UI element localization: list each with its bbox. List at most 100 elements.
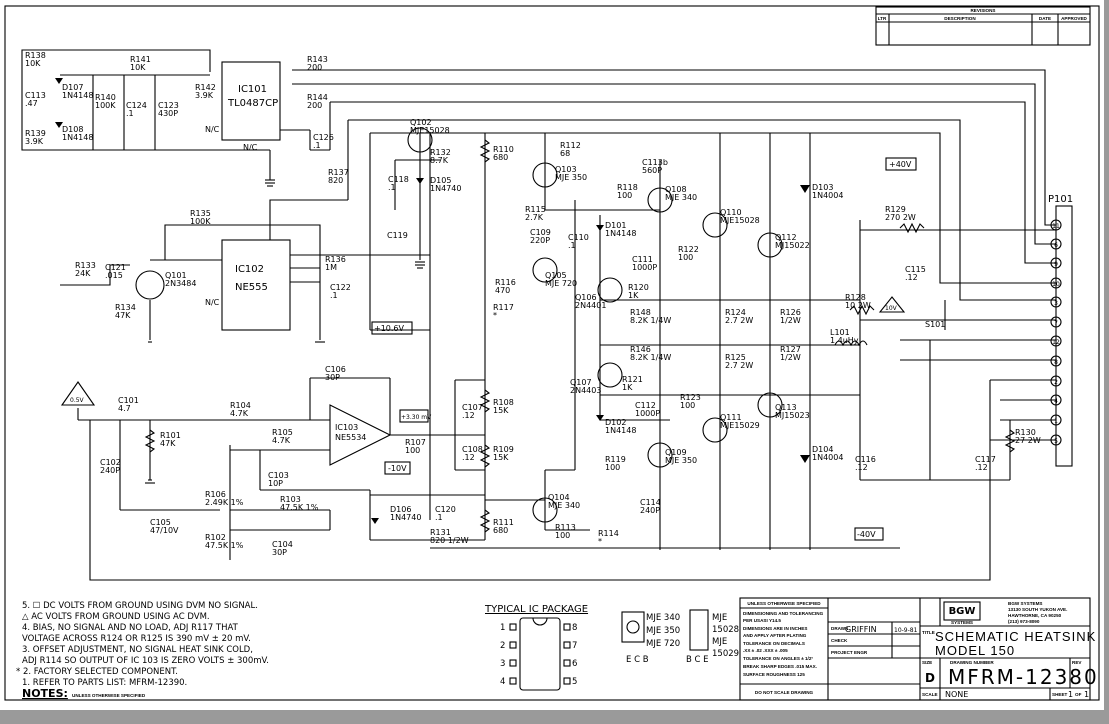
tb-company-logo: BGW [949, 606, 976, 617]
component-ref: C113b [642, 158, 668, 167]
component-value: 1.4uHy [830, 336, 859, 345]
component-value: 100 [555, 531, 570, 540]
to92-name-1: MJE 340 [646, 613, 680, 623]
component-value: 200 [307, 63, 322, 72]
component-ref: Q103 [555, 165, 577, 174]
p101-pin-f: 7 [1054, 320, 1058, 327]
note-line-6: ADJ R114 SO OUTPUT OF IC 103 IS ZERO VOL… [22, 656, 269, 666]
ic-pin-6: 6 [572, 659, 577, 669]
component-value: 240P [640, 506, 660, 515]
component-value: 2.7 2W [725, 361, 753, 370]
component-ref: C101 [118, 396, 139, 405]
component-value: 47.5K 1% [205, 541, 244, 550]
component-ref: C117 [975, 455, 996, 464]
component-ref: D104 [812, 445, 833, 454]
component-value: 47.5K 1% [280, 503, 319, 512]
tag-10v: 10V [885, 305, 898, 312]
tb-tol-3: DIMENSIONS ARE IN INCHES [743, 626, 807, 631]
component-value: MJE15028 [720, 216, 760, 225]
component-ref: C102 [100, 458, 121, 467]
component-value: 2.7 2W [725, 316, 753, 325]
component-c120-label: C120.1 [435, 505, 456, 522]
schematic-drawing: REVISIONS LTR DESCRIPTION DATE APPROVED [4, 5, 1100, 701]
component-ref: C105 [150, 518, 171, 527]
ic101-body [221, 61, 281, 141]
component-value: 15K [493, 453, 509, 462]
component-value: 2N4401 [575, 301, 606, 310]
schematic-sheet: REVISIONS LTR DESCRIPTION DATE APPROVED [0, 0, 1104, 710]
ic101-nc: N/C [205, 125, 220, 134]
component-ref: C111 [632, 255, 653, 264]
component-ref: C112 [635, 401, 656, 410]
component-value: .1 [330, 291, 338, 300]
component-value: 1000P [632, 263, 657, 272]
component-value: 1M [325, 263, 337, 272]
component-value: 1N4148 [605, 426, 636, 435]
tb-address-3: (213) 973-8090 [1008, 619, 1040, 624]
component-value: 100 [605, 463, 620, 472]
rev-col-description: DESCRIPTION [944, 16, 976, 21]
component-ref: R143 [307, 55, 328, 64]
to92-name-3: MJE 720 [646, 639, 680, 649]
tag-0-5v: 0.5V [70, 397, 85, 404]
wiring [21, 49, 1073, 581]
component-ref: R140 [95, 93, 116, 102]
component-value: 10K [130, 63, 146, 72]
p101-pin-l: 5 [1054, 438, 1058, 445]
tag-plus-10-6v: +10.6V [374, 324, 405, 333]
component-value: 100K [190, 217, 211, 226]
tb-address-1: 13130 SOUTH YUKON AVE. [1008, 607, 1067, 612]
typical-ic-package: TYPICAL IC PACKAGE 1 2 3 4 8 7 6 5 [484, 604, 588, 691]
rev-col-date: DATE [1039, 16, 1051, 21]
component-value: 1000P [635, 409, 660, 418]
ic-pin-7: 7 [572, 641, 577, 651]
component-value: 240P [100, 466, 120, 475]
tb-company-name: BGW SYSTEMS [1008, 601, 1042, 606]
component-ref: C113 [25, 91, 46, 100]
tb-title-label: TITLE [922, 630, 935, 635]
component-ref: D105 [430, 176, 451, 185]
component-value: 47K [160, 439, 176, 448]
ic-pin-5: 5 [572, 677, 577, 687]
component-ref: R134 [115, 303, 136, 312]
tb-title-line-1: SCHEMATIC HEATSINK [935, 629, 1096, 644]
component-ref: C108 [462, 445, 483, 454]
ac-volts-triangle-2 [878, 296, 906, 313]
component-ref: R108 [493, 398, 514, 407]
component-ref: R121 [622, 375, 643, 384]
component-ref: R116 [495, 278, 516, 287]
p101-pin-i: 2 [1054, 379, 1058, 386]
component-ref: Q104 [548, 493, 570, 502]
component-r114-label: R114* [598, 529, 619, 546]
ic102-nc: N/C [205, 298, 220, 307]
tb-drawing-number-label: DRAWING NUMBER [950, 660, 994, 665]
ic102-part: NE555 [235, 282, 268, 293]
component-ref: R146 [630, 345, 651, 354]
component-ref: R142 [195, 83, 216, 92]
component-ref: R114 [598, 529, 619, 538]
component-value: 270 2W [885, 213, 916, 222]
component-r117-label: R117* [493, 303, 514, 320]
ic-pin-1: 1 [500, 623, 505, 633]
component-value: 15K [493, 406, 509, 415]
